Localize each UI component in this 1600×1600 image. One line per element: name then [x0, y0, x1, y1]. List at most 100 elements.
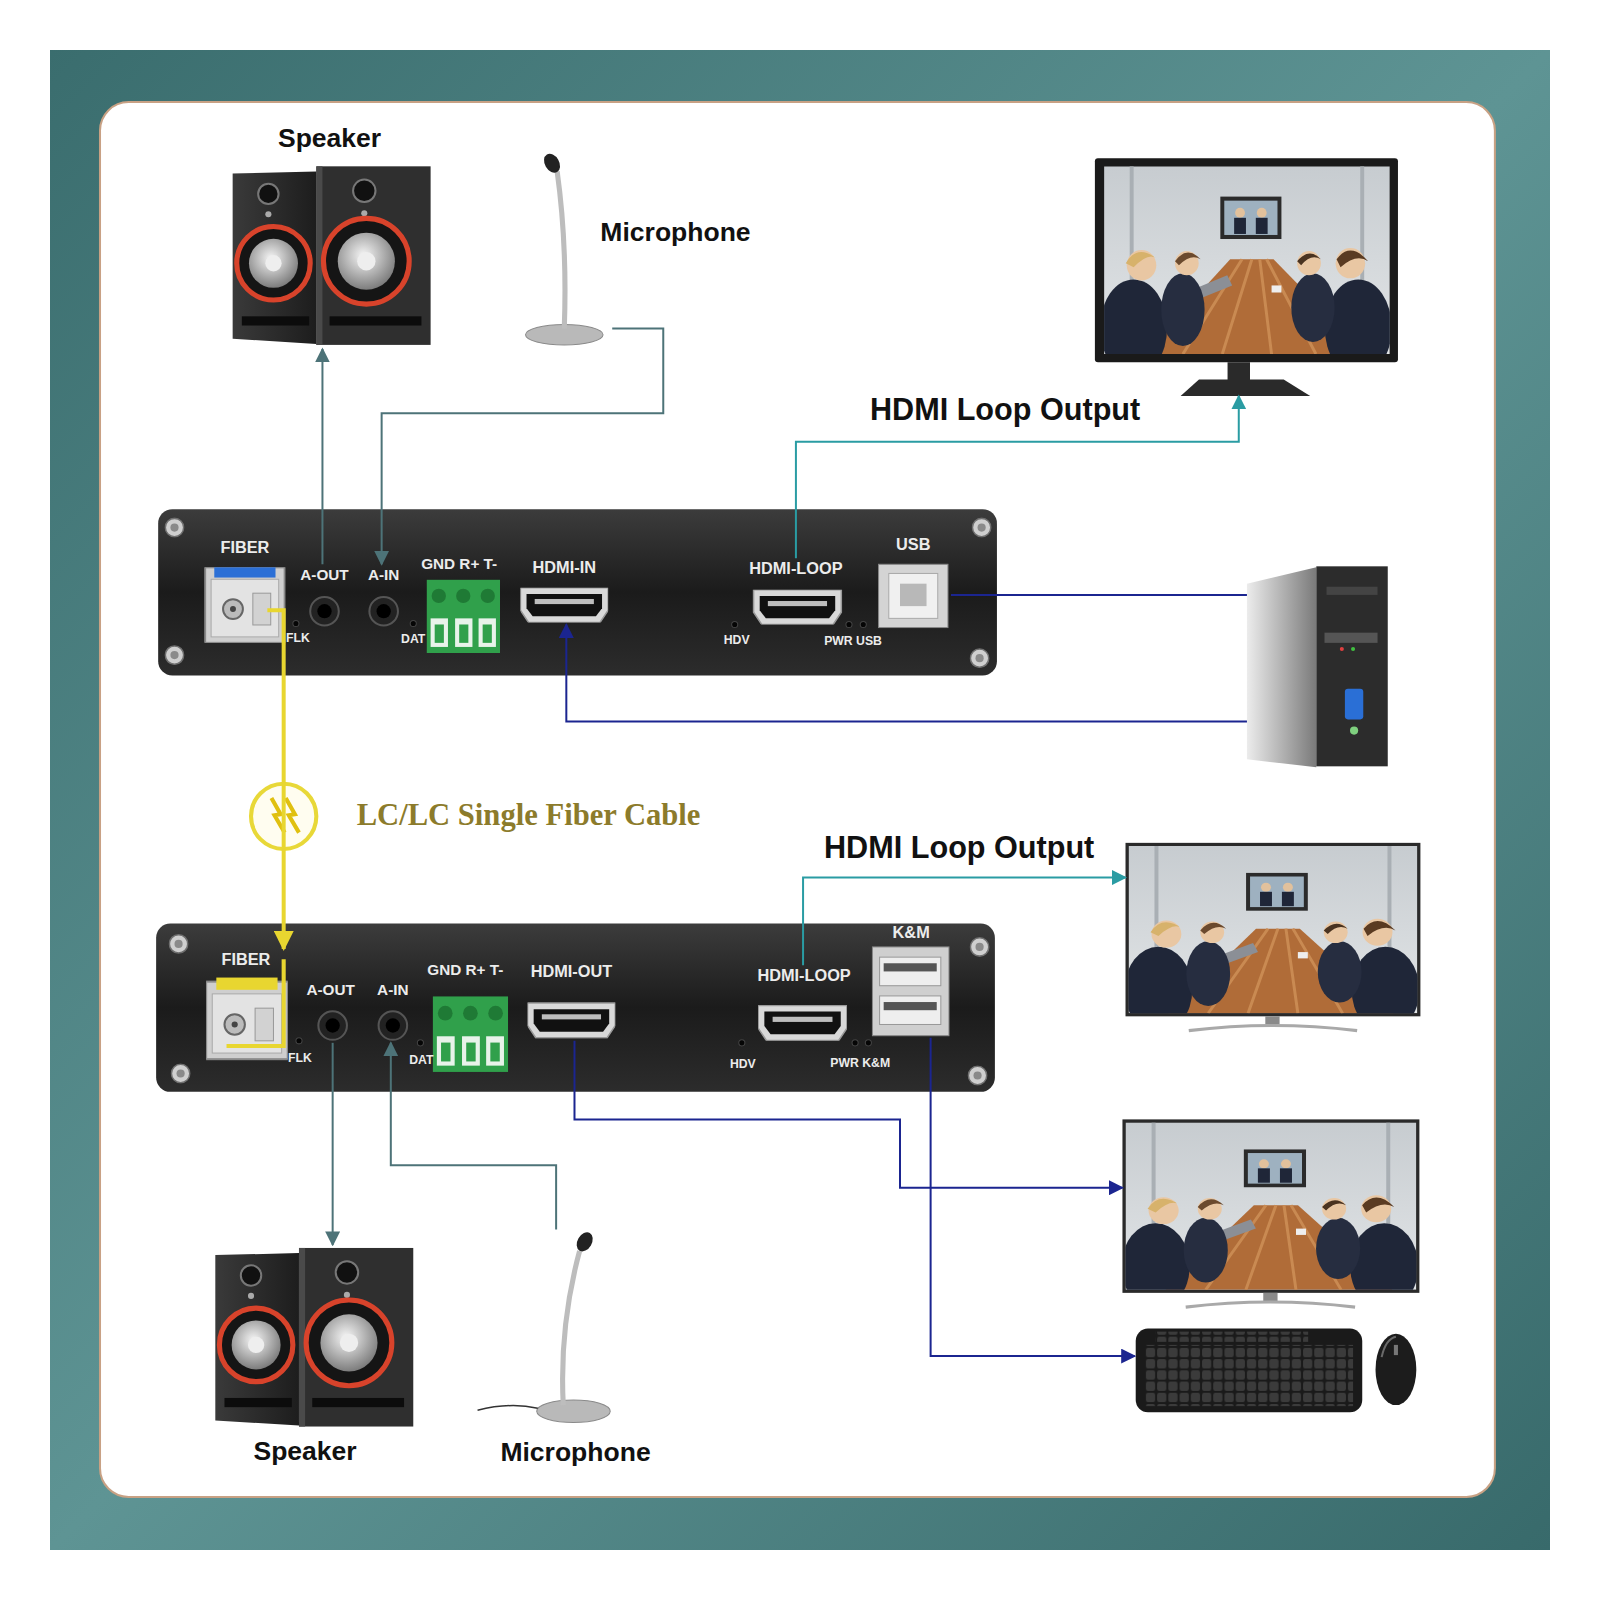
computer-illustration-part: [1327, 587, 1378, 595]
node-label: A-OUT: [290, 981, 372, 999]
receiver-panel-illustration-part: [318, 1011, 347, 1040]
receiver-panel-illustration-part: [758, 1005, 847, 1040]
node-label: PWR USB: [807, 634, 899, 649]
receiver-panel-illustration-part: [528, 1003, 616, 1038]
node-label: Microphone: [573, 217, 777, 249]
computer-illustration-part: [1350, 727, 1358, 735]
receiver-panel-illustration-part: [227, 959, 284, 1046]
monitor-illustration-part: [1125, 846, 1420, 1033]
background-part: [100, 102, 1495, 1497]
node-label: HDMI-LOOP: [738, 966, 871, 986]
keyboard-mouse-illustration: [1136, 1329, 1417, 1413]
fiber-icon: [251, 784, 316, 849]
monitor-illustration-part: [1121, 1122, 1418, 1309]
background-part: [50, 50, 1550, 1550]
fiber-cable: [282, 645, 286, 949]
signal-line: [332, 1043, 334, 1245]
node-label: FIBER: [200, 950, 292, 970]
receiver-panel-illustration-part: [865, 1040, 871, 1046]
node-label: HDV: [717, 1057, 768, 1072]
receiver-panel-illustration-part: [417, 1040, 423, 1046]
node-label: USB: [878, 535, 949, 555]
monitor-illustration-part: [1265, 1016, 1279, 1024]
signal-line: [382, 329, 664, 565]
signal-line: [574, 1041, 1122, 1188]
node-label: FLK: [272, 631, 323, 646]
terminal-block: GND R+ T-: [412, 554, 506, 655]
receiver-panel: FLKDATHDVPWR K&MFIBERA-OUTA-INGND R+ T-H…: [156, 923, 995, 1091]
keyboard-mouse: [1135, 1327, 1421, 1417]
computer-illustration-part: [1324, 633, 1377, 643]
keyboard-mouse-illustration-part: [1376, 1334, 1417, 1405]
transmitter-panel-illustration-part: [205, 567, 284, 643]
audio-out-jack: A-OUT: [300, 564, 349, 627]
node-label: FIBER: [199, 538, 291, 558]
transmitter-panel-illustration-part: [889, 573, 938, 618]
node-label: Speaker: [213, 1436, 397, 1468]
computer: [1247, 564, 1388, 768]
monitor-illustration-part: [1181, 380, 1311, 396]
signal-line: [321, 349, 323, 564]
transmitter-panel-illustration-part: [846, 621, 852, 627]
microphone-illustration-part: [573, 1229, 596, 1254]
speaker-illustration: [215, 166, 430, 1426]
transmitter-panel-illustration-part: [754, 590, 842, 625]
edge-label: HDMI Loop Output: [821, 391, 1188, 428]
microphone-illustration-part: [478, 1406, 538, 1411]
monitor-illustration-part: [1189, 1026, 1357, 1031]
computer-illustration: [1247, 566, 1388, 767]
microphone-illustration-part: [557, 171, 565, 328]
hdmi-port: HDMI-IN: [518, 557, 610, 624]
computer-illustration-part: [1345, 689, 1363, 720]
node-label: HDMI-IN: [503, 558, 625, 578]
receiver-panel-illustration-part: [171, 1064, 189, 1082]
computer-illustration-part: [1316, 566, 1387, 766]
microphone: Microphone: [526, 1230, 618, 1424]
receiver-panel-illustration-part: [884, 1002, 937, 1010]
node-label: HDV: [711, 633, 762, 648]
node-label: Speaker: [238, 123, 422, 155]
transmitter-panel-illustration-part: [520, 588, 608, 623]
usb-port: USB: [876, 534, 952, 630]
receiver-panel-illustration-part: [852, 1040, 858, 1046]
fiber-icon-part: [251, 784, 316, 849]
computer-illustration-part: [1247, 567, 1316, 767]
keyboard-mouse-illustration-part: [1382, 1337, 1396, 1357]
receiver-panel-illustration-part: [433, 996, 509, 1072]
transmitter-panel-illustration-part: [427, 580, 500, 653]
transmitter-panel-illustration-part: [293, 620, 299, 626]
transmitter-panel-illustration-part: [369, 597, 398, 626]
microphone-illustration-part: [541, 151, 564, 176]
receiver-panel-illustration-part: [880, 957, 941, 986]
receiver-panel-illustration-part: [216, 978, 277, 990]
fiber-port: FIBER: [204, 949, 290, 1066]
node-label: HDMI-LOOP: [730, 559, 863, 579]
usb-port: K&M: [869, 921, 953, 1037]
computer-illustration-part: [1351, 647, 1355, 651]
node-label: A-IN: [357, 981, 428, 999]
computer-illustration-part: [1340, 647, 1344, 651]
hdmi-loop-port: HDMI-LOOP: [741, 558, 851, 626]
transmitter-panel-illustration: [158, 509, 997, 675]
receiver-panel-illustration: [156, 923, 995, 1091]
microphone: Microphone: [522, 153, 612, 347]
keyboard-mouse-illustration-part: [1136, 1329, 1363, 1413]
keyboard-mouse-illustration-part: [1394, 1345, 1398, 1355]
transmitter-panel-illustration-part: [860, 621, 866, 627]
node-label: DAT: [388, 632, 439, 647]
microphone-illustration-part: [563, 1251, 580, 1405]
node-label: A-IN: [348, 566, 419, 584]
receiver-panel-illustration-part: [156, 923, 995, 1091]
hdmi-port: HDMI-OUT: [522, 961, 620, 1041]
fiber-icon-part: [286, 798, 299, 833]
node-label: FLK: [274, 1051, 325, 1066]
speaker: Speaker: [209, 1245, 418, 1472]
transmitter-panel-illustration-part: [267, 610, 283, 645]
signal-line: [803, 878, 1125, 966]
receiver-panel-illustration-part: [169, 935, 187, 953]
audio-in-jack: A-IN: [371, 980, 414, 1043]
